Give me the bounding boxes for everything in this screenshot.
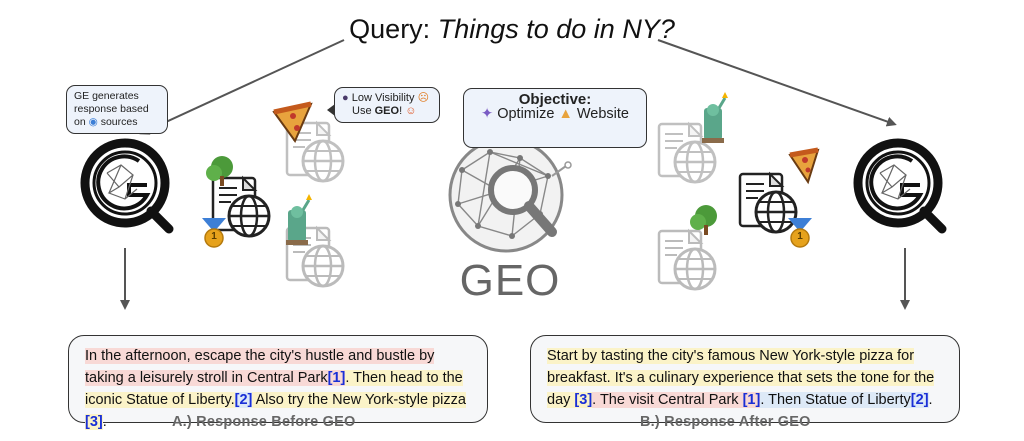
medal-icon-right — [788, 218, 812, 248]
pizza-icon-left — [272, 101, 313, 144]
objective-bubble: Objective: ✦ Optimize ▲ Website — [463, 88, 647, 148]
bubble-left-line3-pre: on — [74, 116, 86, 128]
bubble-mid-line1-text: Low Visibility — [351, 92, 415, 104]
response-before-end: . — [102, 414, 107, 430]
website-doc-right — [738, 172, 798, 234]
query-label: Query: — [349, 14, 431, 44]
query-text: Things to do in NY? — [437, 14, 675, 44]
medal-number-left: 1 — [211, 231, 217, 242]
geo-label: GEO — [459, 256, 561, 305]
low-visibility-bubble: ● Low Visibility ☹ Use GEO! ☺ — [327, 87, 440, 123]
objective-optimize: Optimize — [497, 106, 555, 122]
pizza-icon-right — [788, 147, 820, 185]
pizza-small-icon: ▲ — [558, 106, 573, 122]
bubble-left-line1: GE generates — [74, 90, 139, 102]
geo-globe-logo — [448, 137, 572, 253]
citation-2-after: [2] — [910, 392, 929, 408]
response-before-sentence3: Also try the New York-style pizza — [252, 392, 466, 408]
response-after-box: Start by tasting the city's famous New Y… — [530, 335, 960, 423]
tree-icon-left — [206, 156, 233, 186]
citation-2: [2] — [234, 392, 253, 408]
arrow-query-right — [657, 39, 897, 127]
faded-website-doc-right-bottom — [657, 229, 717, 291]
arrow-query-left — [139, 39, 345, 135]
bubble-left-line2: response based — [74, 103, 149, 115]
generative-engine-logo-right — [858, 143, 942, 229]
citation-3: [3] — [85, 414, 103, 430]
citation-1: [1] — [327, 370, 346, 386]
response-after-sentence2: . The visit Central Park — [592, 392, 743, 408]
bubble-mid-line2-post: ! — [399, 105, 403, 117]
magic-wand-icon: ✦ — [481, 106, 494, 122]
bubble-left-line3: on ◉ sources — [74, 116, 160, 129]
statue-of-liberty-icon-right — [702, 92, 728, 143]
happy-face-icon: ☺ — [405, 105, 417, 117]
medal-icon-left — [202, 218, 226, 248]
objective-line: ✦ Optimize ▲ Website — [471, 106, 639, 122]
website-doc-left — [211, 176, 271, 238]
generative-engine-logo-left — [85, 143, 169, 229]
response-after-end: . — [928, 392, 933, 408]
caption-before: A.) Response Before GEO — [172, 414, 356, 430]
bubble-mid-line2: Use GEO! ☺ — [342, 105, 432, 118]
response-after-sentence3: . Then Statue of Liberty — [760, 392, 911, 408]
bubble-mid-line2-bold: GEO — [374, 105, 400, 117]
citation-3-after: [3] — [574, 392, 593, 408]
objective-title: Objective: — [518, 91, 592, 108]
bubble-mid-line2-pre: Use — [352, 105, 372, 117]
caption-after: B.) Response After GEO — [640, 414, 811, 430]
statue-of-liberty-icon-left — [286, 194, 312, 245]
objective-website: Website — [576, 106, 629, 122]
medal-number-right: 1 — [797, 231, 803, 242]
globe-icon: ◉ — [88, 116, 98, 128]
bubble-left-line3-post: sources — [100, 116, 138, 128]
citation-1-after: [1] — [742, 392, 761, 408]
response-before-box: In the afternoon, escape the city's hust… — [68, 335, 488, 430]
bubble-mid-line1: ● Low Visibility ☹ — [342, 92, 432, 105]
query-title: Query: Things to do in NY? — [0, 14, 1024, 45]
ge-explanation-bubble: GE generates response based on ◉ sources — [66, 85, 168, 134]
tree-icon-right — [690, 205, 717, 235]
person-icon: ● — [342, 92, 349, 104]
sad-face-icon: ☹ — [417, 92, 430, 104]
